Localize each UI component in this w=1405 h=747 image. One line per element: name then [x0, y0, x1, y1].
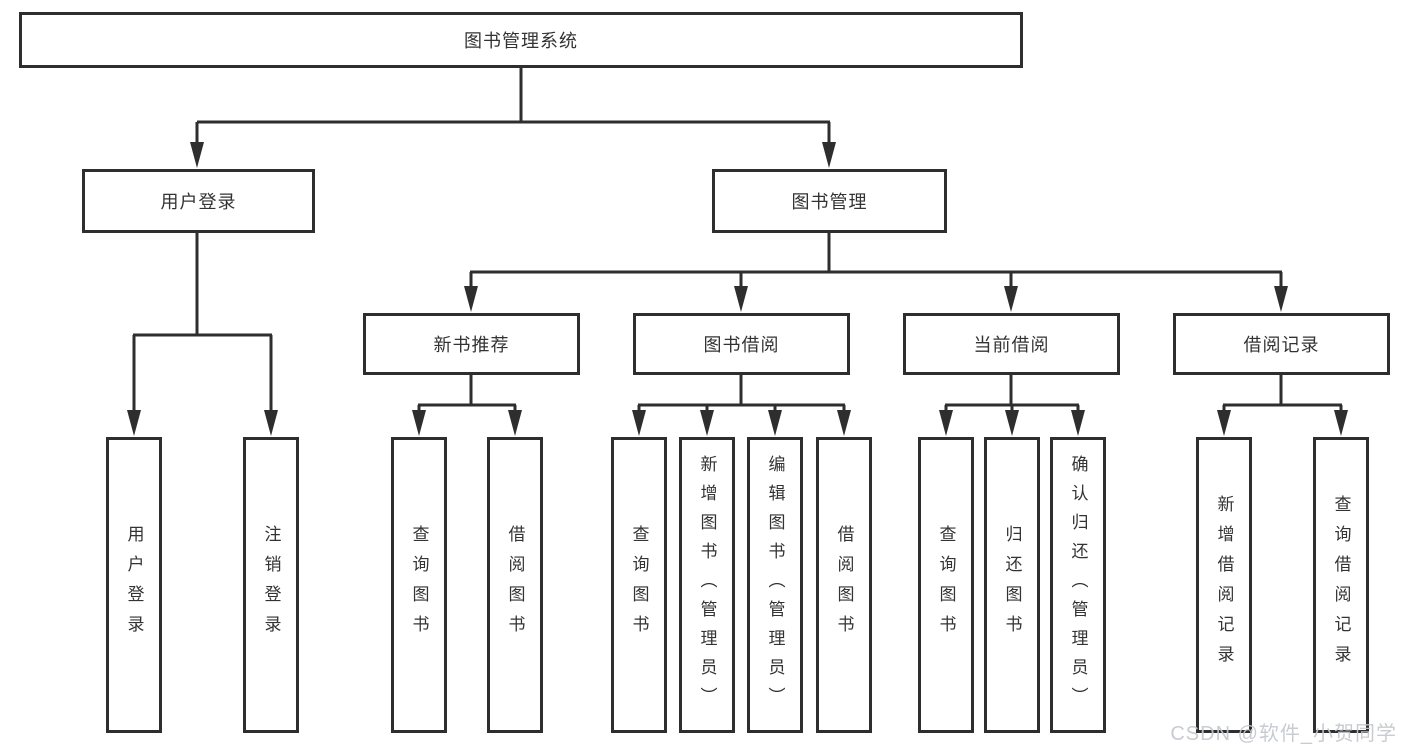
node-label: 用户登录 [160, 192, 237, 212]
node-new-book-recommendation: 新书推荐 [363, 313, 580, 375]
node-leaf-add-books-admin: 新增图书（管理员） [679, 437, 735, 733]
node-label: 新书推荐 [433, 335, 510, 355]
node-leaf-confirm-return-admin: 确认归还（管理员） [1050, 437, 1106, 733]
watermark: CSDN @软件_小贺同学 [1170, 723, 1397, 745]
node-label: 新增借阅记录 [1214, 495, 1234, 675]
node-label: 归还图书 [1002, 525, 1022, 645]
node-leaf-query-books-1: 查询图书 [391, 437, 447, 733]
node-library-management-system: 图书管理系统 [19, 12, 1023, 68]
node-leaf-query-books-2: 查询图书 [611, 437, 667, 733]
node-label: 编辑图书（管理员） [765, 454, 785, 716]
node-label: 用户登录 [124, 525, 144, 645]
node-label: 注销登录 [261, 525, 281, 645]
node-leaf-borrow-books-1: 借阅图书 [487, 437, 543, 733]
node-label: 图书借阅 [703, 335, 780, 355]
node-leaf-edit-books-admin: 编辑图书（管理员） [747, 437, 803, 733]
node-book-management: 图书管理 [712, 169, 947, 233]
node-book-borrowing: 图书借阅 [633, 313, 850, 375]
node-label: 确认归还（管理员） [1068, 454, 1088, 716]
node-leaf-borrow-books-2: 借阅图书 [816, 437, 872, 733]
node-label: 查询图书 [629, 525, 649, 645]
node-label: 新增图书（管理员） [697, 454, 717, 716]
node-user-login: 用户登录 [82, 169, 315, 233]
node-leaf-query-books-3: 查询图书 [918, 437, 974, 733]
node-label: 图书管理 [791, 192, 868, 212]
node-label: 借阅记录 [1243, 335, 1320, 355]
node-label: 查询图书 [936, 525, 956, 645]
node-label: 借阅图书 [505, 525, 525, 645]
node-leaf-query-borrow-record: 查询借阅记录 [1313, 437, 1369, 733]
node-leaf-logout: 注销登录 [243, 437, 299, 733]
node-leaf-user-login: 用户登录 [106, 437, 162, 733]
node-leaf-return-books: 归还图书 [984, 437, 1040, 733]
node-label: 查询图书 [409, 525, 429, 645]
node-leaf-add-borrow-record: 新增借阅记录 [1196, 437, 1252, 733]
node-label: 图书管理系统 [464, 31, 578, 51]
node-label: 查询借阅记录 [1331, 495, 1351, 675]
node-label: 借阅图书 [834, 525, 854, 645]
node-borrowing-records: 借阅记录 [1173, 313, 1390, 375]
node-current-borrowing: 当前借阅 [903, 313, 1120, 375]
node-label: 当前借阅 [973, 335, 1050, 355]
